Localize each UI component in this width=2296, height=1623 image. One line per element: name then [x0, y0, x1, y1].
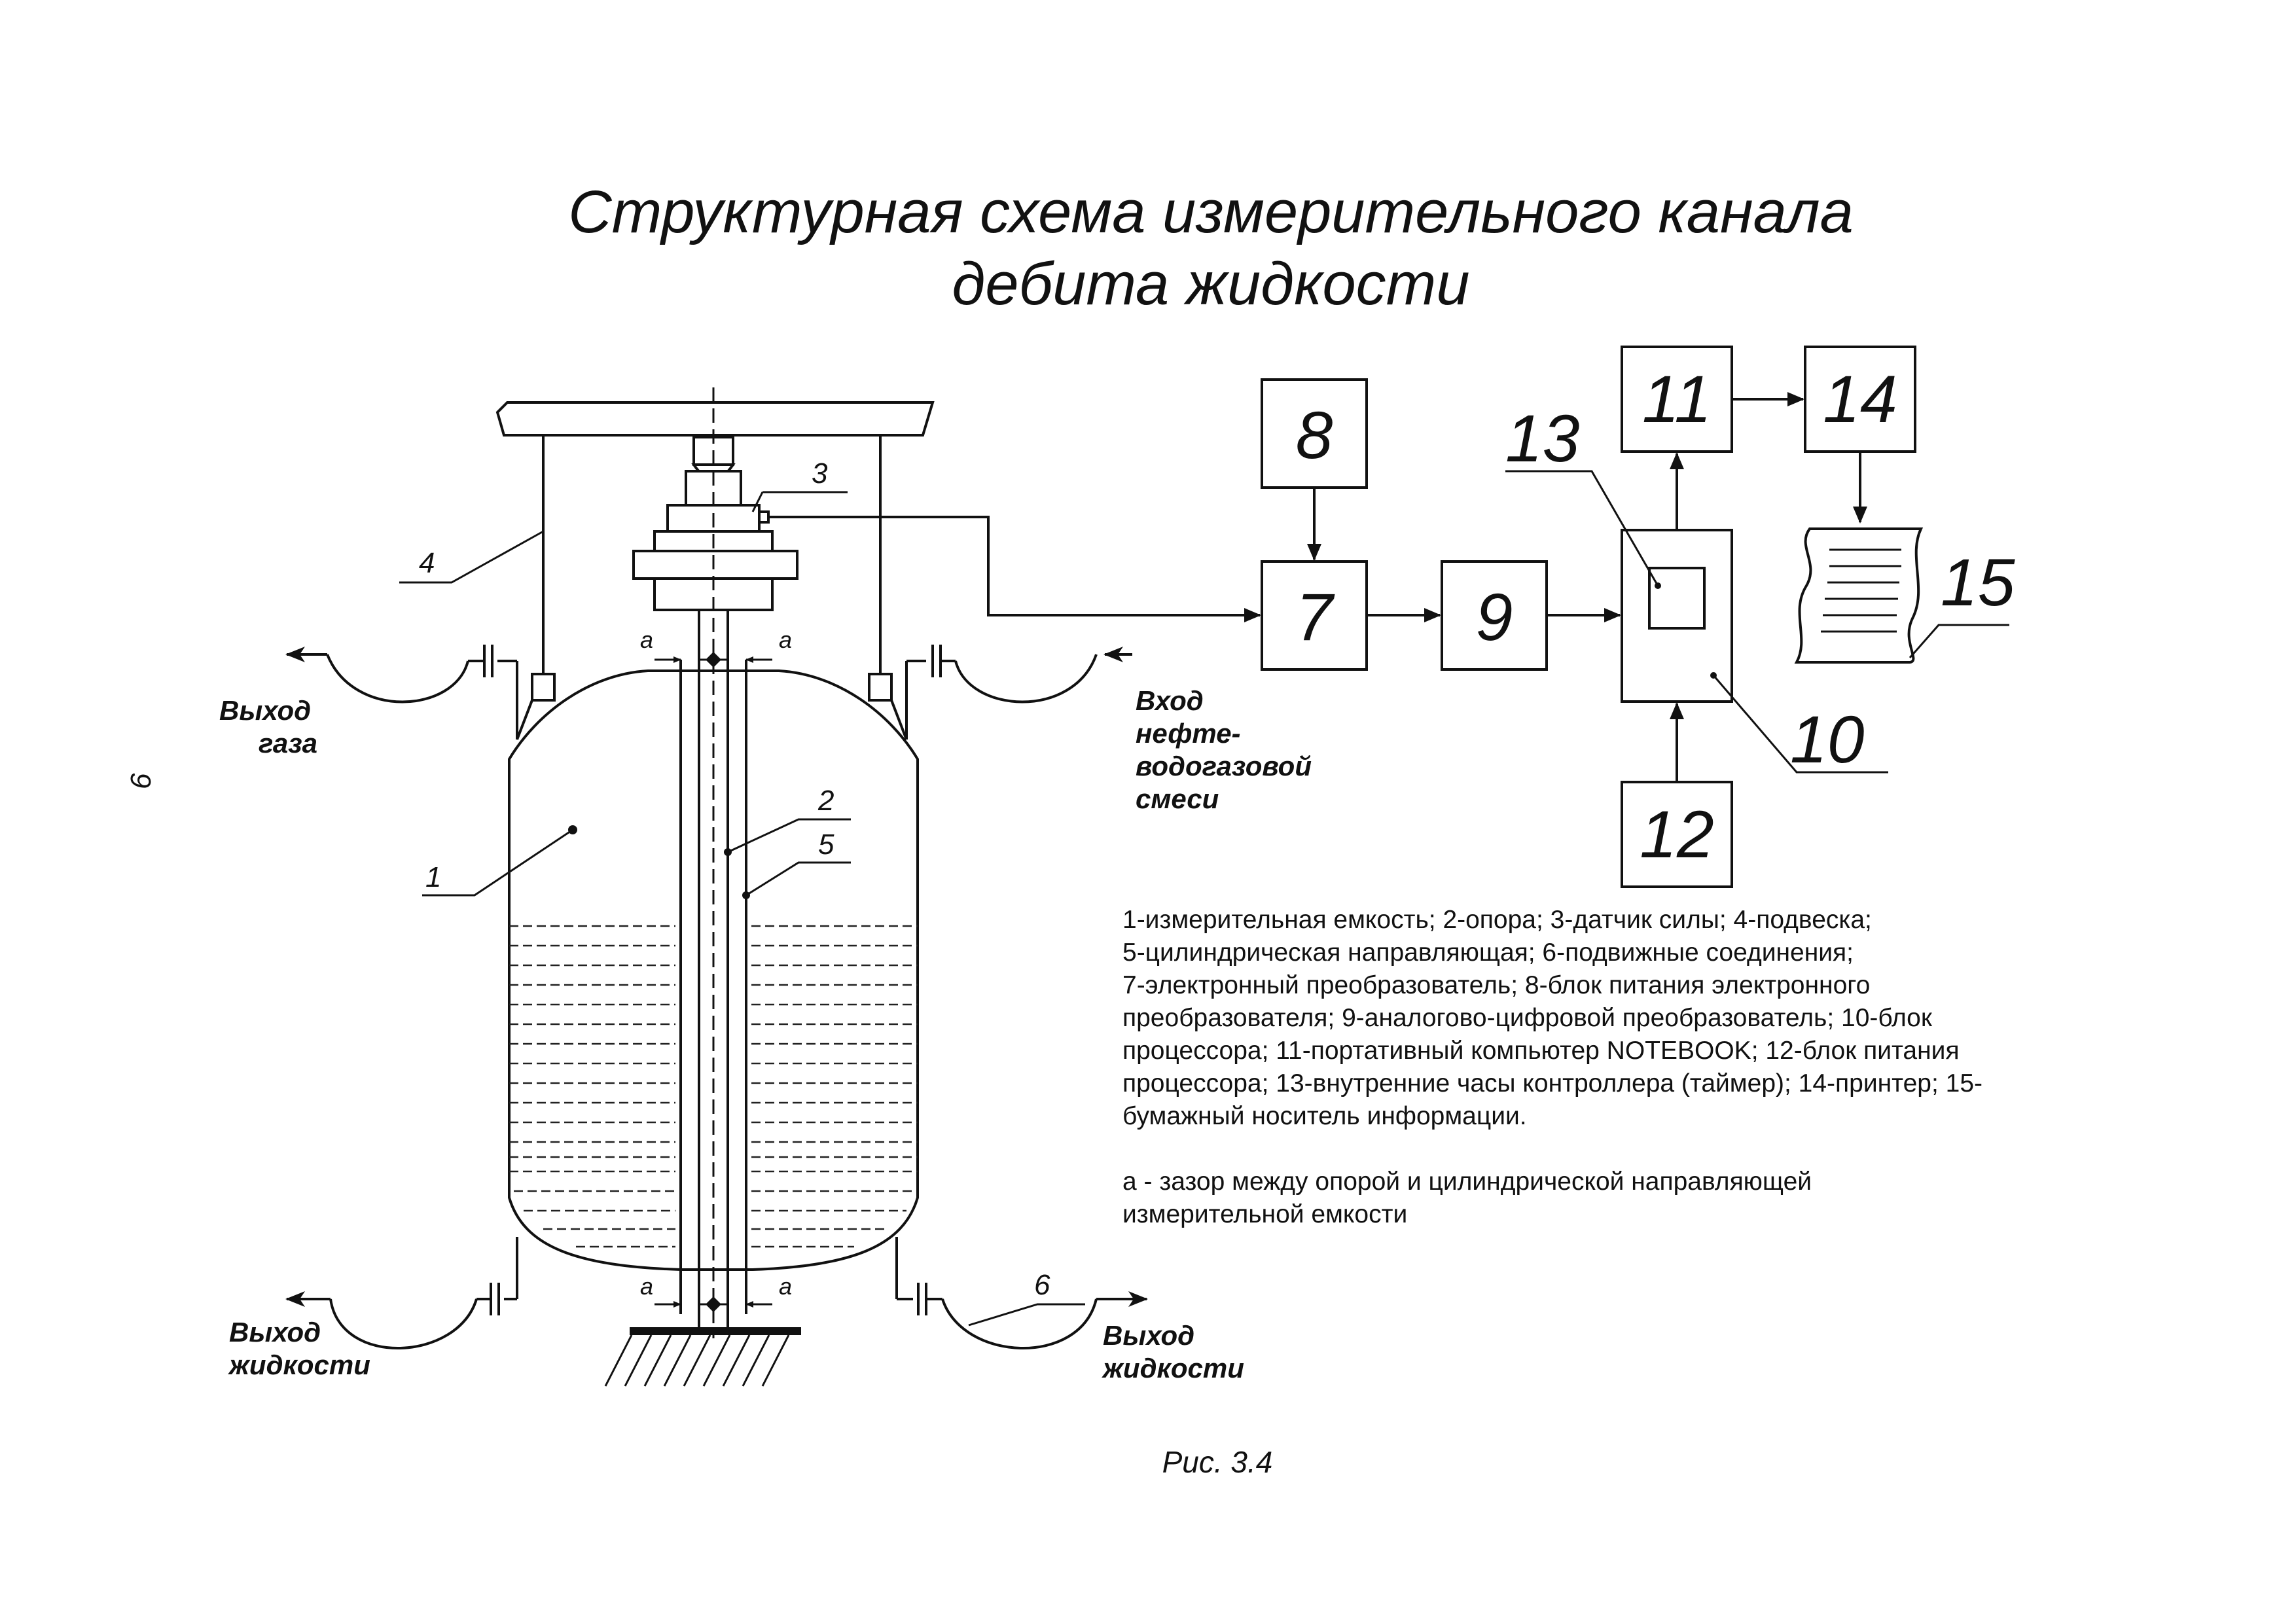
legend-note-2: измерительной емкости [1122, 1200, 1407, 1228]
rod-mount-right [868, 673, 893, 702]
paper-lines [1821, 548, 1901, 633]
liquid-outlet-left-pipe [285, 1237, 518, 1349]
gas-out-label-2: газа [259, 728, 317, 758]
leader-13 [1505, 470, 1659, 586]
leader-15 [1909, 624, 2009, 658]
gas-out-label-1: Выход [219, 695, 311, 726]
liquid-out-right-label-1: Выход [1103, 1320, 1194, 1351]
gap-label-top-right: a [779, 626, 792, 653]
liquid-outlet-right-pipe [895, 1237, 1148, 1349]
mix-in-label-2: нефте- [1136, 718, 1241, 749]
mixture-inlet-pipe [905, 645, 1132, 740]
page-number: 9 [124, 772, 156, 788]
measuring-vessel [508, 669, 919, 1271]
leader-1 [422, 829, 573, 897]
leader-2 [727, 818, 851, 853]
gap-label-bottom-right: a [779, 1273, 792, 1300]
sensor-connector [758, 510, 770, 524]
block-9 [1441, 560, 1548, 671]
block-11-label: 11 [1642, 362, 1712, 437]
label-6: 6 [1034, 1269, 1050, 1301]
legend-line-3: 7-электронный преобразователь; 8-блок пи… [1122, 971, 1870, 999]
title-line-2: дебита жидкости [952, 251, 1470, 317]
legend-line-4: преобразователя; 9-аналогово-цифровой пр… [1122, 1004, 1933, 1032]
legend-note-1: а - зазор между опорой и цилиндрической … [1122, 1168, 1812, 1196]
legend-line-2: 5-цилиндрическая направляющая; 6-подвижн… [1122, 938, 1854, 967]
gap-marker-bottom [655, 1296, 772, 1312]
mix-in-label-3: водогазовой [1136, 751, 1312, 781]
leader-2-dot [724, 848, 732, 856]
legend: 1-измерительная емкость; 2-опора; 3-датч… [1122, 906, 1982, 1228]
gap-label-top-left: a [640, 626, 653, 653]
ground-plate [630, 1327, 801, 1335]
label-1: 1 [425, 861, 441, 893]
block-9-label: 9 [1476, 580, 1513, 654]
leader-6 [968, 1303, 1085, 1327]
rod-link-right [890, 700, 908, 740]
figure-caption: Рис. 3.4 [1162, 1445, 1273, 1479]
gap-label-bottom-left: a [640, 1273, 653, 1300]
leader-5-dot [742, 891, 750, 899]
title-line-1: Структурная схема измерительного канала [568, 179, 1854, 245]
gap-marker-top [655, 652, 772, 668]
liquid-out-left-label-1: Выход [229, 1317, 321, 1347]
label-4: 4 [419, 547, 435, 579]
label-2: 2 [817, 785, 834, 817]
leader-1-dot [568, 825, 577, 834]
ground-hatch [604, 1334, 790, 1387]
leader-4 [399, 530, 544, 584]
legend-line-6: процессора; 13-внутренние часы контролле… [1122, 1069, 1982, 1097]
legend-line-1: 1-измерительная емкость; 2-опора; 3-датч… [1122, 906, 1872, 934]
rod-link-left [516, 700, 533, 740]
liquid-fill [509, 925, 918, 1248]
block-14 [1804, 346, 1916, 453]
block-13-label: 13 [1505, 401, 1579, 476]
leader-5 [745, 861, 851, 897]
rod-mount-left [531, 673, 556, 702]
legend-line-7: бумажный носитель информации. [1122, 1102, 1527, 1130]
block-7 [1261, 560, 1368, 671]
mix-in-label-1: Вход [1136, 685, 1204, 716]
gas-outlet-pipe [285, 645, 518, 740]
sensor-flange-2 [632, 550, 798, 580]
block-7-label: 7 [1296, 580, 1335, 654]
leader-10 [1712, 675, 1888, 774]
block-14-label: 14 [1823, 362, 1897, 437]
label-5: 5 [818, 829, 834, 861]
leader-3-tip [751, 491, 764, 512]
signal-sensor-to-7 [768, 516, 1261, 622]
block-8-label: 8 [1296, 398, 1333, 473]
block-15-paper [1794, 527, 1924, 664]
block-12-label: 12 [1640, 797, 1713, 872]
block-diagram: 8 7 9 13 10 11 14 [768, 346, 2015, 888]
top-beam [495, 401, 935, 437]
mix-in-label-4: смеси [1136, 783, 1219, 814]
block-13 [1648, 567, 1706, 630]
block-15-label: 15 [1941, 545, 2015, 620]
liquid-out-left-label-2: жидкости [228, 1349, 370, 1380]
legend-line-5: процессора; 11-портативный компьютер NOT… [1122, 1037, 1960, 1065]
block-11 [1621, 346, 1733, 453]
label-3: 3 [812, 457, 828, 490]
block-10-label: 10 [1790, 702, 1864, 777]
liquid-out-right-label-2: жидкости [1102, 1353, 1244, 1383]
vessel-assembly: a a a a [219, 387, 1312, 1387]
